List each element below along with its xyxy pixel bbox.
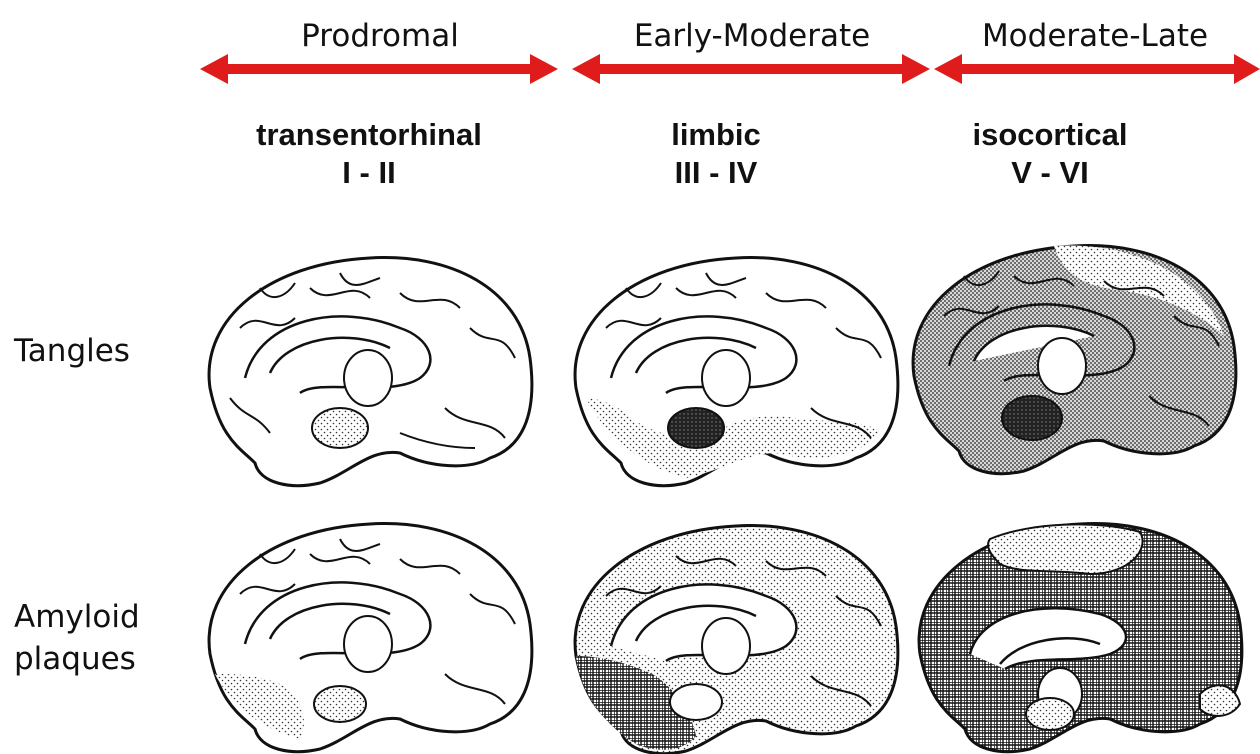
brain-tangles-transentorhinal: [209, 258, 532, 486]
brain-tangles-isocortical: [913, 246, 1236, 474]
brain-amyloid-transentorhinal: [209, 524, 532, 752]
brain-amyloid-limbic: [575, 526, 898, 754]
brain-tangles-limbic: [575, 258, 898, 486]
brain-amyloid-isocortical: [919, 524, 1242, 752]
